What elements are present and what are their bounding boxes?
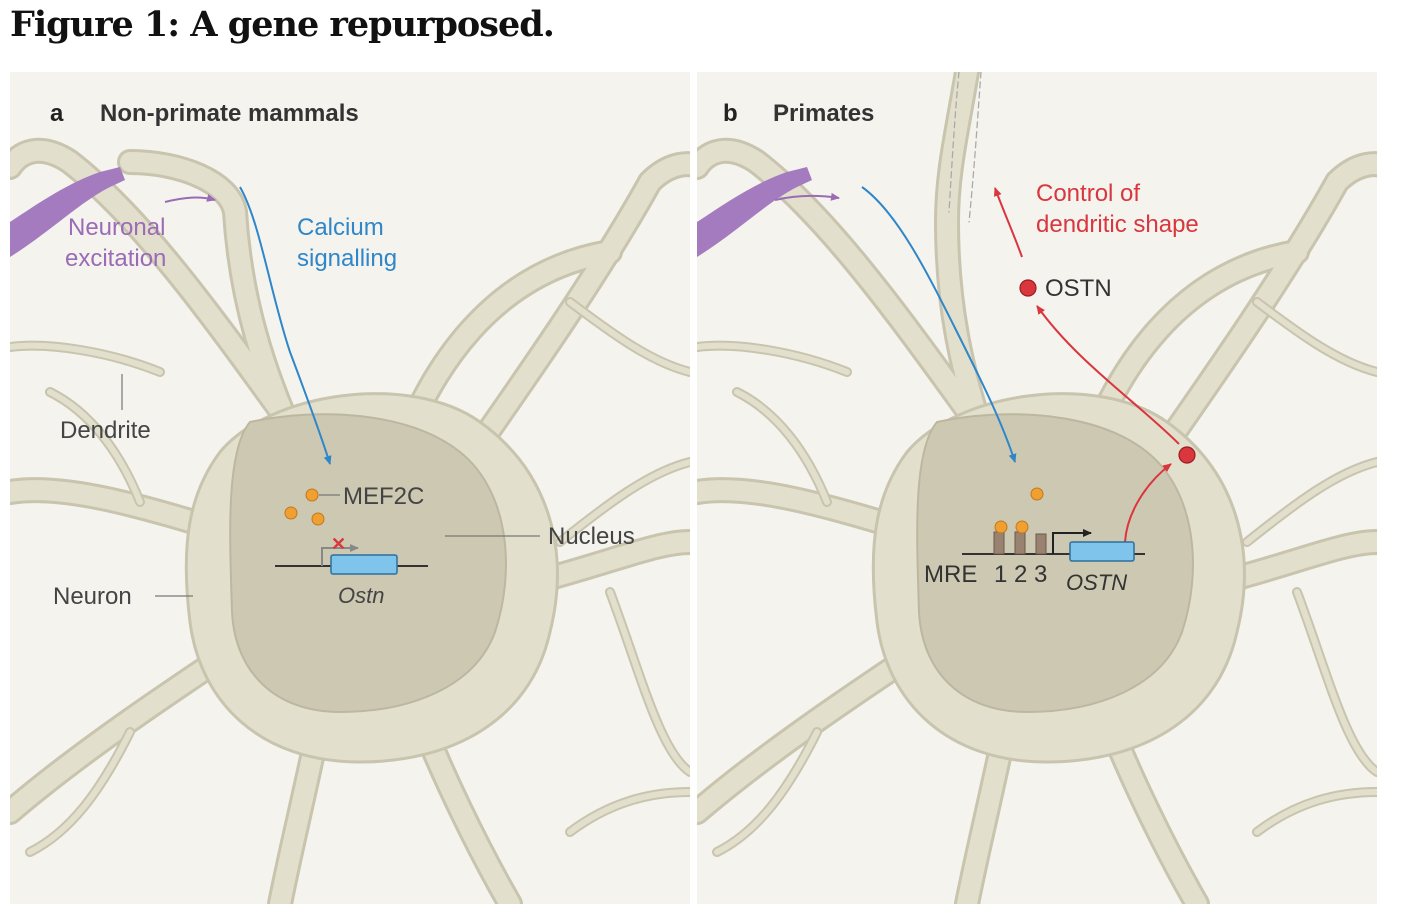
- excitation-label-line2: excitation: [65, 245, 166, 272]
- blocked-x-mark: ✕: [331, 534, 346, 554]
- panel-a-letter: a: [50, 100, 64, 127]
- mre-2-element: [1014, 531, 1026, 555]
- control-label-line1: Control of: [1036, 180, 1140, 207]
- excitation-label-line1: Neuronal: [68, 214, 165, 241]
- panel-b-primates: b Primates Control of dendritic shape OS…: [697, 72, 1377, 904]
- neuron-label: Neuron: [53, 583, 132, 610]
- mef2c-label: MEF2C: [343, 483, 424, 510]
- axon-terminal-purple: [697, 167, 812, 257]
- mre-1-element: [993, 531, 1005, 555]
- excitation-arrow: [774, 192, 840, 201]
- nucleus-label: Nucleus: [548, 523, 635, 550]
- dendrite-label: Dendrite: [60, 417, 151, 444]
- mre-bound-mef2c: [1015, 520, 1029, 534]
- ostn-gene-box: [1069, 541, 1135, 562]
- signalling-label-line2: signalling: [297, 245, 397, 272]
- gene-label-ostn: OSTN: [1066, 570, 1127, 595]
- expression-arrow: [1124, 463, 1172, 543]
- mef2c-molecule: [1030, 487, 1044, 501]
- gene-label-ostn: Ostn: [338, 583, 384, 608]
- panel-a-non-primate: Neuronal excitation Calcium signalling a…: [10, 72, 690, 904]
- secreted-ostn-dot: [1178, 446, 1196, 464]
- mef2c-molecule: [284, 506, 298, 520]
- panel-b-heading: Primates: [773, 100, 874, 127]
- calcium-signal-arrow: [861, 186, 1017, 463]
- mef2c-molecule: [305, 488, 319, 502]
- calcium-signal-arrow: [239, 186, 332, 465]
- ostn-protein-dot: [1019, 279, 1037, 297]
- control-label-line2: dendritic shape: [1036, 211, 1199, 238]
- panel-a-heading: Non-primate mammals: [100, 100, 359, 127]
- ostn-gene-box: [330, 554, 398, 575]
- promoter-arrow-active: [1052, 529, 1092, 554]
- mre-label: MRE: [924, 561, 977, 588]
- mre-3-element: [1035, 533, 1047, 555]
- mre-numbers: 1 2 3: [994, 561, 1047, 588]
- panel-a-diagram: Neuronal excitation Calcium signalling a…: [10, 100, 690, 904]
- signalling-label-line1: Calcium: [297, 214, 384, 241]
- excitation-arrow: [164, 194, 216, 203]
- ostn-protein-label: OSTN: [1045, 275, 1112, 302]
- dendritic-control-arrow: [993, 187, 1023, 258]
- axon-terminal-purple: [10, 167, 125, 257]
- mre-bound-mef2c: [994, 520, 1008, 534]
- promoter-arrow-blocked: [321, 544, 359, 566]
- panel-b-diagram: b Primates Control of dendritic shape OS…: [697, 72, 1377, 904]
- secretion-arrow: [1036, 305, 1180, 445]
- mef2c-molecule: [311, 512, 325, 526]
- nucleus-shape: [916, 413, 1194, 714]
- panel-b-letter: b: [723, 100, 738, 127]
- figure-title: Figure 1: A gene repurposed.: [10, 4, 555, 45]
